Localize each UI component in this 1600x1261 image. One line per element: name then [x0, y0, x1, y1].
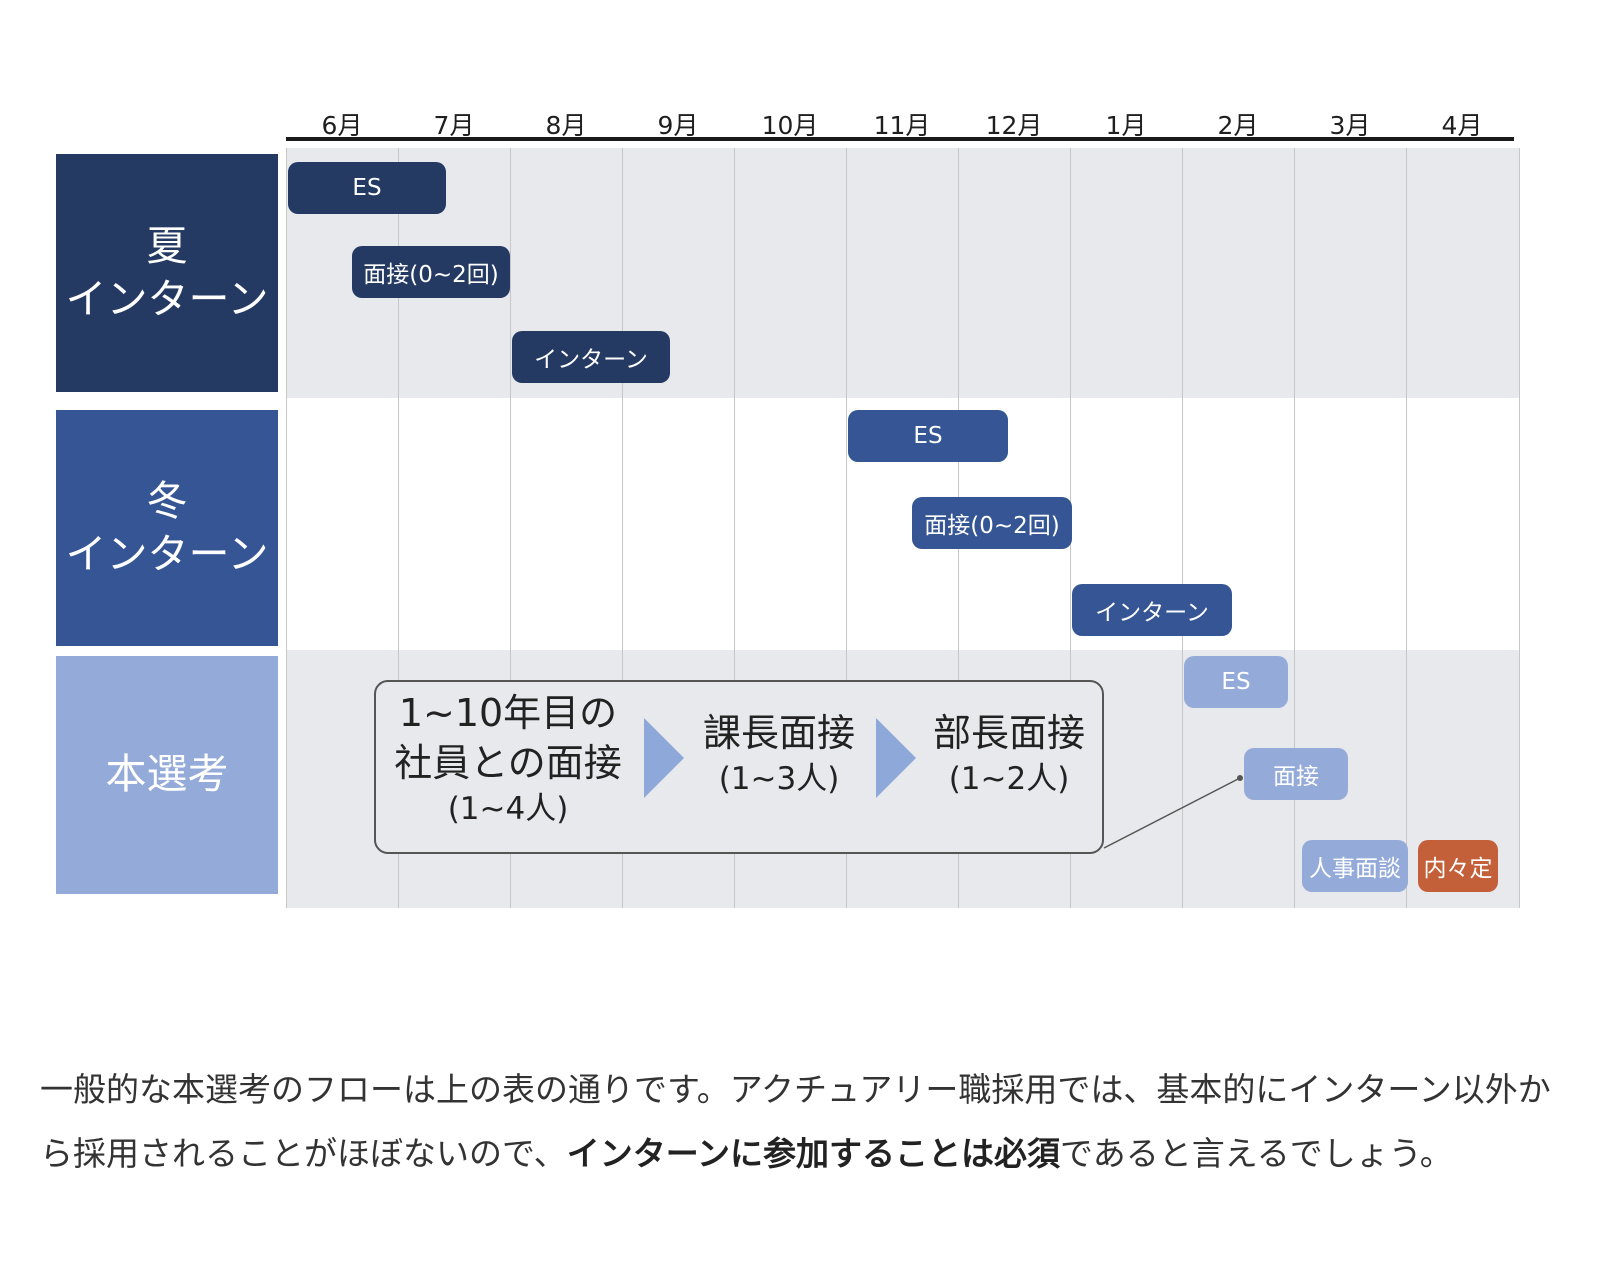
section-subtitle: インターン — [65, 530, 269, 578]
month-label: 10月 — [761, 111, 819, 140]
month-label: 3月 — [1329, 111, 1371, 140]
step-count: (1~2人) — [948, 761, 1070, 798]
grid-line — [286, 148, 287, 908]
section-title: 冬 — [146, 476, 188, 525]
section-main-selection: 本選考 — [56, 656, 278, 894]
paragraph-text: 一般的な本選考のフローは上の表の通りです。アクチュアリー職採用では、基本的にイン… — [40, 1070, 1551, 1173]
grid-line — [1406, 148, 1407, 908]
summer-interview-bar: 面接(0~2回) — [352, 246, 510, 298]
step-title: 部長面接 — [932, 711, 1085, 755]
month-label: 6月 — [321, 111, 363, 140]
step-director-interview: 部長面接 (1~2人) — [924, 708, 1094, 802]
grid-line — [1182, 148, 1183, 908]
winter-es-bar: ES — [848, 410, 1008, 462]
grid-line — [622, 148, 623, 908]
month-label: 1月 — [1105, 111, 1147, 140]
month-label: 4月 — [1441, 111, 1483, 140]
explanation-paragraph: 一般的な本選考のフローは上の表の通りです。アクチュアリー職採用では、基本的にイン… — [40, 1058, 1560, 1186]
grid-line — [734, 148, 735, 908]
step-staff-interview: 1~10年目の 社員との面接 (1~4人) — [384, 688, 632, 832]
header-divider — [286, 137, 1514, 141]
main-offer-bar: 内々定 — [1418, 840, 1498, 892]
grid-line — [398, 148, 399, 908]
flow-arrow — [644, 718, 684, 798]
month-label: 7月 — [433, 111, 475, 140]
month-label: 12月 — [985, 111, 1043, 140]
summer-intern-bar: インターン — [512, 331, 670, 383]
month-label: 11月 — [873, 111, 931, 140]
winter-intern-bar: インターン — [1072, 584, 1232, 636]
main-es-bar: ES — [1184, 656, 1288, 708]
paragraph-emphasis: インターンに参加することは必須 — [566, 1134, 1061, 1173]
step-manager-interview: 課長面接 (1~3人) — [694, 708, 864, 802]
flow-arrow — [876, 718, 916, 798]
main-interview-bar: 面接 — [1244, 748, 1348, 800]
step-title: 課長面接 — [702, 711, 855, 755]
grid-line — [846, 148, 847, 908]
interview-detail-box: 1~10年目の 社員との面接 (1~4人) 課長面接 (1~3人) 部長面接 (… — [374, 680, 1104, 854]
section-winter-intern: 冬 インターン — [56, 410, 278, 646]
main-hr-interview-bar: 人事面談 — [1302, 840, 1408, 892]
step-count: (1~3人) — [718, 761, 840, 798]
month-label: 2月 — [1217, 111, 1259, 140]
grid-line — [510, 148, 511, 908]
summer-es-bar: ES — [288, 162, 446, 214]
section-title: 本選考 — [105, 750, 229, 799]
section-title: 夏 — [146, 221, 188, 270]
month-label: 8月 — [545, 111, 587, 140]
winter-interview-bar: 面接(0~2回) — [912, 497, 1072, 549]
month-label: 9月 — [657, 111, 699, 140]
step-count: (1~4人) — [447, 791, 569, 828]
section-summer-intern: 夏 インターン — [56, 154, 278, 392]
paragraph-text: であると言えるでしょう。 — [1060, 1134, 1453, 1173]
step-title: 1~10年目の — [398, 691, 618, 735]
section-subtitle: インターン — [65, 275, 269, 323]
step-title: 社員との面接 — [394, 741, 622, 786]
grid-line — [1294, 148, 1295, 908]
grid-line — [1519, 148, 1520, 908]
